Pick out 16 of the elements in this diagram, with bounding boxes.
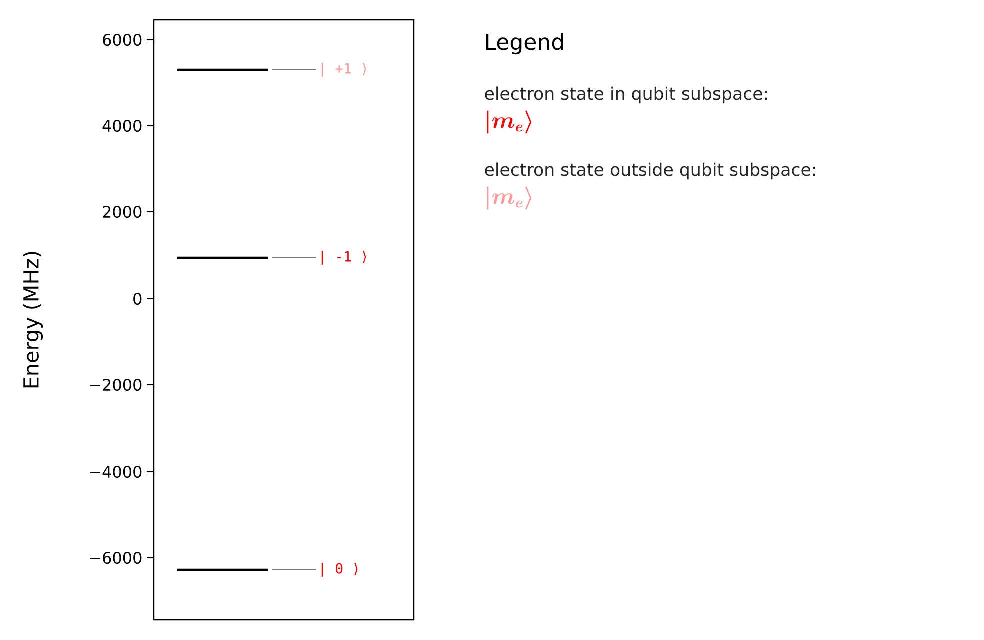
tick-label: 0 (134, 292, 142, 306)
axis-label: Energy (MHz) (23, 252, 43, 388)
state-label: | -1 ⟩ (322, 251, 366, 265)
ket-sample: $|m_e\rangle$ (487, 110, 532, 134)
energy-level (177, 68, 268, 72)
energy-level (177, 256, 268, 260)
state-label: | 0 ⟩ (322, 563, 358, 577)
legend-text: electron state outside qubit subspace: (485, 162, 816, 180)
state-label: | +1 ⟩ (322, 63, 366, 77)
tick-label: 4000 (102, 120, 142, 132)
tick-label: −2000 (90, 378, 142, 392)
ket-sample: $|m_e\rangle$ (487, 186, 532, 210)
legend-text: electron state in qubit subspace: (485, 86, 768, 104)
tick-label: −4000 (90, 466, 142, 478)
energy-level (177, 568, 268, 572)
legend-title: Legend (486, 33, 564, 55)
